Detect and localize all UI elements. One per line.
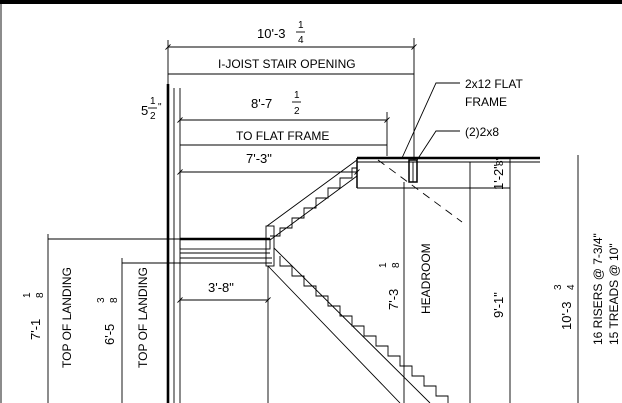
opening-width-num: 1 xyxy=(298,20,304,31)
top-of-landing-2: TOP OF LANDING xyxy=(136,267,150,368)
total-rise-num: 3 xyxy=(553,284,564,290)
total-rise-den: 4 xyxy=(566,284,577,290)
to-flat-frame-num: 1 xyxy=(294,90,300,101)
flat-frame-label-2: FRAME xyxy=(465,95,507,109)
headroom-height-num: 1 xyxy=(378,262,389,268)
callouts: 2x12 FLAT FRAME (2)2x8 xyxy=(401,77,523,161)
landing-height-2: 6'-5 xyxy=(102,324,117,345)
double-2x8-label: (2)2x8 xyxy=(465,125,499,139)
post-offset-unit: " xyxy=(158,102,162,113)
dim-run-landing: 3'-8" xyxy=(177,266,271,403)
landing xyxy=(179,225,275,267)
opening-width-den: 4 xyxy=(298,35,304,46)
flat-frame-label-1: 2x12 FLAT xyxy=(465,77,523,91)
small-top: 8" xyxy=(495,156,506,166)
post-offset-num: 1 xyxy=(150,96,156,107)
post-offset-whole: 5 xyxy=(141,103,148,118)
landing-height-2-num: 3 xyxy=(96,297,107,303)
landing-height-1: 7'-1 xyxy=(28,319,43,340)
dim-post-offset: 5 1 2 " xyxy=(141,96,162,122)
total-rise: 10'-3 xyxy=(559,301,574,330)
run-landing-text: 3'-8" xyxy=(208,280,234,295)
to-flat-frame-den: 2 xyxy=(294,106,300,117)
frame-depth: 1'-2" xyxy=(491,164,506,190)
risers-label: 16 RISERS @ 7-3/4" xyxy=(591,233,605,345)
opening-label: I-JOIST STAIR OPENING xyxy=(218,57,356,71)
clear-height: 9'-1" xyxy=(491,292,506,318)
opening-width-text: 10'-3 xyxy=(257,26,286,41)
to-flat-frame-label: TO FLAT FRAME xyxy=(236,129,329,143)
wall xyxy=(166,84,181,403)
headroom-height: 7'-3 xyxy=(386,289,401,310)
headroom-height-den: 8 xyxy=(391,262,402,268)
upper-flight xyxy=(266,159,358,241)
dim-right-heights: 7'-3 1 8 HEADROOM 9'-1" 1'-2" 8" 10'-3 3… xyxy=(378,155,621,403)
headroom-line xyxy=(377,159,463,223)
dim-opening-width: 10'-3 1 4 I-JOIST STAIR OPENING xyxy=(165,20,417,160)
dim-run-top: 7'-3" xyxy=(177,151,360,175)
upper-floor xyxy=(356,156,540,189)
landing-height-2-den: 8 xyxy=(109,297,120,303)
to-flat-frame-dim: 8'-7 xyxy=(251,96,272,111)
post-offset-den: 2 xyxy=(150,111,156,122)
headroom-label: HEADROOM xyxy=(419,243,433,314)
dim-to-flat-frame: 8'-7 1 2 TO FLAT FRAME xyxy=(177,90,390,156)
run-top-text: 7'-3" xyxy=(246,151,272,166)
landing-height-1-num: 1 xyxy=(22,292,33,298)
dim-landing-heights: 7'-1 1 8 TOP OF LANDING 6'-5 3 8 TOP OF … xyxy=(22,234,180,403)
treads-label: 15 TREADS @ 10" xyxy=(607,243,621,345)
landing-height-1-den: 8 xyxy=(35,292,46,298)
top-of-landing-1: TOP OF LANDING xyxy=(60,267,74,368)
